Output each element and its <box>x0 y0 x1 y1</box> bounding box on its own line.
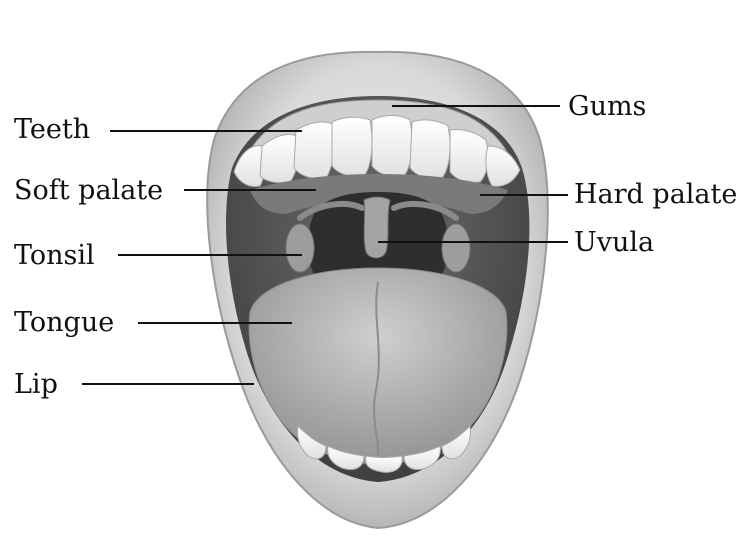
left-tonsil <box>286 224 314 272</box>
label-soft-palate: Soft palate <box>14 177 163 204</box>
label-teeth: Teeth <box>14 116 90 143</box>
label-hard-palate: Hard palate <box>574 181 737 208</box>
label-lip: Lip <box>14 371 58 398</box>
label-uvula: Uvula <box>574 229 654 256</box>
label-gums: Gums <box>568 93 646 120</box>
label-tongue: Tongue <box>14 309 114 336</box>
label-tonsil: Tonsil <box>14 242 95 269</box>
uvula <box>364 197 390 258</box>
right-tonsil <box>442 224 470 272</box>
